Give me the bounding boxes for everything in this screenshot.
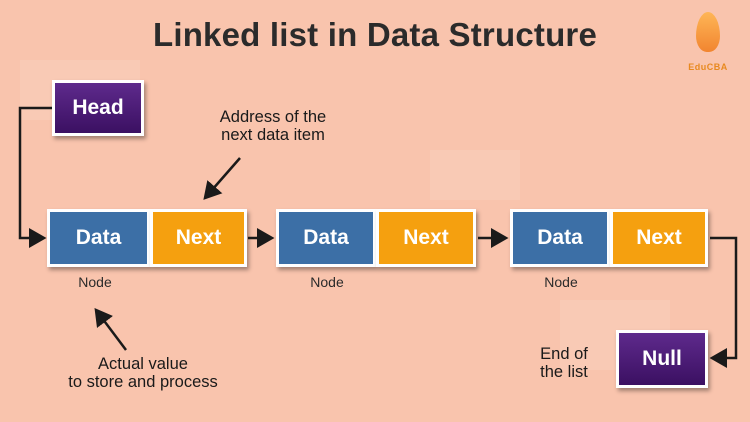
node-2-data-box: Data (276, 209, 376, 267)
end-of-list-annotation-line-1: End of (540, 345, 588, 363)
actual-value-annotation-line-1: Actual value (98, 355, 188, 373)
brand-logo: EduCBA (678, 10, 738, 80)
null-box: Null (616, 330, 708, 388)
actual-value-annotation-arrow (94, 308, 127, 351)
actual-value-annotation-line-2: to store and process (68, 373, 218, 392)
diagram-title: Linked list in Data Structure (152, 16, 598, 53)
address-annotation-line-2: next data item (221, 126, 325, 145)
node-3-caption: Node (544, 274, 578, 290)
actual-value-annotation: Actual value to store and process (38, 355, 248, 391)
address-annotation-arrow (203, 157, 241, 200)
node-2-next-box: Next (376, 209, 476, 267)
head-pointer-arrow (18, 106, 52, 248)
end-of-list-annotation: End of the list (526, 345, 602, 381)
node-3-data-box: Data (510, 209, 610, 267)
logo-flame-icon (696, 12, 720, 52)
bg-decoration (430, 150, 520, 200)
node-3-to-null-arrow (709, 236, 738, 368)
node-3-next-box: Next (610, 209, 708, 267)
node-1-next-box: Next (150, 209, 247, 267)
end-of-list-annotation-line-2: the list (540, 363, 588, 382)
address-annotation: Address of the next data item (188, 108, 358, 144)
address-annotation-line-1: Address of the (219, 108, 327, 126)
node-1-data-box: Data (47, 209, 150, 267)
logo-text: EduCBA (688, 62, 728, 72)
node-2-caption: Node (310, 274, 344, 290)
node-1-caption: Node (78, 274, 112, 290)
head-box: Head (52, 80, 144, 136)
